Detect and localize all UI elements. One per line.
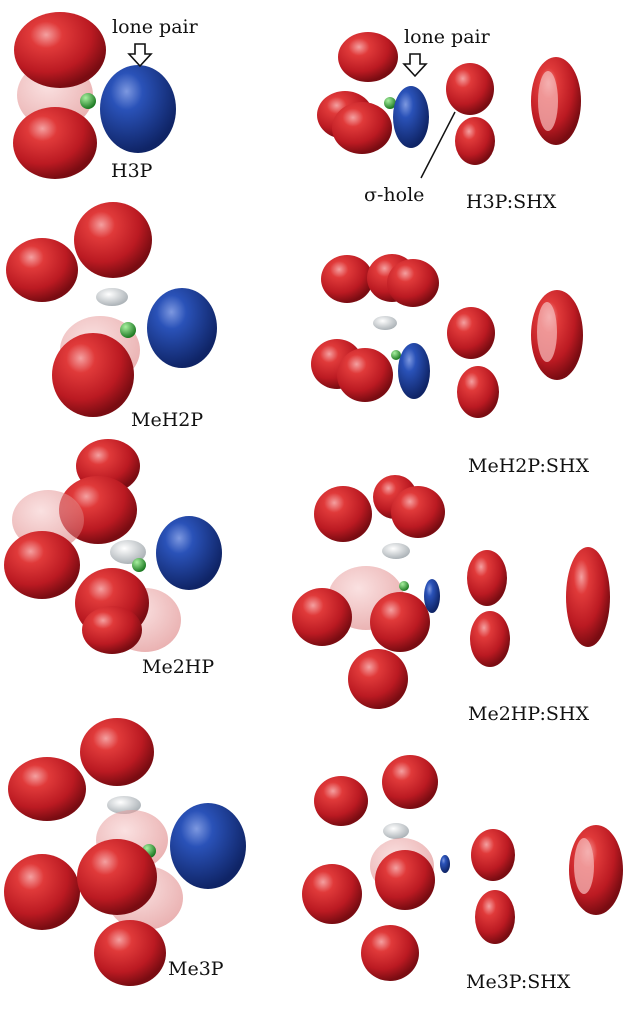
red-lobe: [446, 63, 494, 115]
red-lobe: [387, 259, 439, 307]
red-lobe: [77, 839, 157, 915]
red-lobe: [314, 776, 368, 826]
blue-lobe: [156, 516, 222, 590]
molecule-label-me2hp-shx: Me2HP:SHX: [468, 703, 589, 725]
red-lobe: [361, 925, 419, 981]
red-lobe: [82, 606, 142, 654]
sigma-hole-pointer-line: [420, 111, 456, 179]
white-lobe: [110, 540, 146, 564]
molecule-label-me3p: Me3P: [168, 958, 224, 980]
red-torus-hole: [538, 71, 558, 131]
red-lobe: [94, 920, 166, 986]
red-lobe: [348, 649, 408, 709]
red-lobe: [375, 850, 435, 910]
green-lobe: [391, 350, 401, 360]
blue-lobe: [147, 288, 217, 368]
me2hp-isosurface: [4, 439, 222, 654]
lone-pair-arrow-icon: [127, 43, 153, 68]
green-lobe: [384, 97, 396, 109]
red-lobe: [321, 255, 373, 303]
red-lobe: [391, 486, 445, 538]
lone-pair-label-left: lone pair: [112, 16, 198, 38]
red-lobe: [13, 107, 97, 179]
white-lobe: [383, 823, 409, 839]
molecule-label-h3p-shx: H3P:SHX: [466, 191, 557, 213]
molecule-label-meh2p: MeH2P: [131, 409, 204, 431]
sigma-hole-label: σ-hole: [364, 184, 425, 206]
red-lobe: [4, 531, 80, 599]
red-lobe: [14, 12, 106, 88]
lone-pair-blue-lobe: [393, 86, 429, 148]
white-lobe: [96, 288, 128, 306]
me3p-isosurface: [4, 718, 246, 986]
green-lobe: [120, 322, 136, 338]
red-lobe: [302, 864, 362, 924]
red-lobe: [74, 202, 152, 278]
red-lobe: [382, 755, 438, 809]
molecule-label-h3p: H3P: [111, 160, 153, 182]
lone-pair-arrow-icon: [402, 53, 428, 78]
h3p-shx-isosurface: [317, 32, 581, 179]
red-lobe: [332, 102, 392, 154]
red-lobe: [314, 486, 372, 542]
blue-lobe: [440, 855, 450, 873]
molecule-label-me3p-shx: Me3P:SHX: [466, 971, 571, 993]
white-lobe: [107, 796, 141, 814]
red-lobe: [447, 307, 495, 359]
red-torus-hole: [537, 302, 557, 362]
green-lobe: [80, 93, 96, 109]
red-lobe: [338, 32, 398, 82]
red-lobe: [52, 333, 134, 417]
red-lobe: [470, 611, 510, 667]
lone-pair-blue-lobe: [100, 65, 176, 153]
red-lobe: [475, 890, 515, 944]
white-lobe: [382, 543, 410, 559]
molecule-label-me2hp: Me2HP: [142, 656, 215, 678]
molecule-label-meh2p-shx: MeH2P:SHX: [468, 455, 589, 477]
red-lobe: [80, 718, 154, 786]
red-lobe: [6, 238, 78, 302]
me2hp-shx-isosurface: [292, 475, 610, 709]
green-lobe: [132, 558, 146, 572]
red-lobe: [471, 829, 515, 881]
red-lobe: [8, 757, 86, 821]
red-lobe: [457, 366, 499, 418]
red-lobe: [455, 117, 495, 165]
red-lobe: [370, 592, 430, 652]
red-lobe: [467, 550, 507, 606]
meh2p-shx-isosurface: [311, 254, 583, 418]
lone-pair-label-right: lone pair: [404, 26, 490, 48]
meh2p-isosurface: [6, 202, 217, 417]
red-lobe: [337, 348, 393, 402]
h3p-isosurface: [13, 12, 176, 179]
red-lobe: [4, 854, 80, 930]
red-torus-lobe: [566, 547, 610, 647]
blue-lobe: [398, 343, 430, 399]
green-lobe: [399, 581, 409, 591]
me3p-shx-isosurface: [302, 755, 623, 981]
blue-lobe: [170, 803, 246, 889]
red-lobe: [292, 588, 352, 646]
red-torus-hole: [574, 838, 594, 894]
blue-lobe: [424, 579, 440, 613]
white-lobe: [373, 316, 397, 330]
